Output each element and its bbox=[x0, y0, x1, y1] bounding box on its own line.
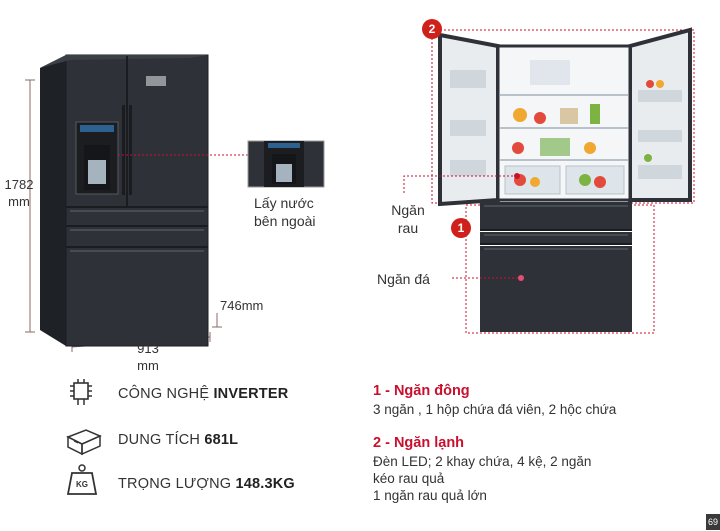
fridge-compartment-badge: 2 bbox=[422, 19, 442, 39]
depth-dimension-line bbox=[212, 313, 222, 328]
freezer-section-line: 3 ngăn , 1 hộp chứa đá viên, 2 hộc chứa bbox=[373, 402, 617, 417]
vegetable-connector-line bbox=[403, 175, 515, 193]
height-value: 1782 bbox=[4, 177, 34, 192]
freezer-section-title: 1 - Ngăn đông bbox=[373, 383, 470, 399]
depth-dimension-label: 746mm bbox=[220, 298, 264, 313]
width-unit: mm bbox=[137, 358, 159, 373]
open-fridge-illustration bbox=[431, 27, 695, 334]
feature-inverter: CÔNG NGHỆ INVERTER bbox=[118, 386, 288, 402]
closed-fridge-illustration bbox=[40, 54, 209, 347]
vegetable-drawer-line-2: rau bbox=[397, 220, 419, 236]
feature-capacity: DUNG TÍCH 681L bbox=[118, 432, 238, 448]
vegetable-connector-dot bbox=[514, 173, 520, 179]
fridge-section-line-2: kéo rau quả bbox=[373, 471, 445, 486]
height-dimension-label: 1782 mm bbox=[4, 176, 34, 210]
vegetable-drawer-line-1: Ngăn bbox=[391, 202, 425, 218]
vegetable-drawer-callout: Ngăn rau bbox=[385, 201, 431, 237]
capacity-box-icon bbox=[66, 429, 102, 456]
feature-capacity-label: DUNG TÍCH bbox=[118, 432, 205, 448]
fridge-section-line-3: 1 ngăn rau quả lớn bbox=[373, 488, 487, 503]
corner-tag: 69 bbox=[706, 514, 720, 530]
inverter-chip-icon bbox=[70, 379, 92, 405]
feature-weight: TRỌNG LƯỢNG 148.3KG bbox=[118, 476, 295, 492]
height-dimension-line bbox=[25, 79, 35, 333]
height-unit: mm bbox=[8, 194, 30, 209]
water-dispenser-callout: Lấy nước bên ngoài bbox=[254, 194, 344, 230]
weight-icon-kg-text: KG bbox=[76, 480, 88, 489]
ice-connector-dot bbox=[518, 275, 524, 281]
fridge-section-title: 2 - Ngăn lạnh bbox=[373, 435, 465, 451]
width-value: 913 bbox=[137, 341, 159, 356]
feature-weight-label: TRỌNG LƯỢNG bbox=[118, 476, 236, 492]
ice-drawer-callout: Ngăn đá bbox=[377, 271, 430, 287]
dispenser-detail-image bbox=[247, 140, 325, 188]
freezer-section: 1 - Ngăn đông 3 ngăn , 1 hộp chứa đá viê… bbox=[373, 383, 703, 418]
feature-inverter-value: INVERTER bbox=[213, 386, 289, 402]
feature-inverter-label: CÔNG NGHỆ bbox=[118, 386, 214, 402]
water-dispenser-line-1: Lấy nước bbox=[254, 195, 314, 211]
weight-kg-icon bbox=[66, 464, 98, 495]
width-dimension-label: 913 mm bbox=[128, 340, 168, 374]
feature-weight-value: 148.3KG bbox=[235, 476, 295, 492]
fridge-section-line-1: Đèn LED; 2 khay chứa, 4 kệ, 2 ngăn bbox=[373, 454, 592, 469]
freezer-compartment-badge: 1 bbox=[451, 218, 471, 238]
feature-capacity-value: 681L bbox=[204, 432, 239, 448]
fridge-section: 2 - Ngăn lạnh Đèn LED; 2 khay chứa, 4 kệ… bbox=[373, 435, 703, 504]
water-dispenser-line-2: bên ngoài bbox=[254, 213, 316, 229]
